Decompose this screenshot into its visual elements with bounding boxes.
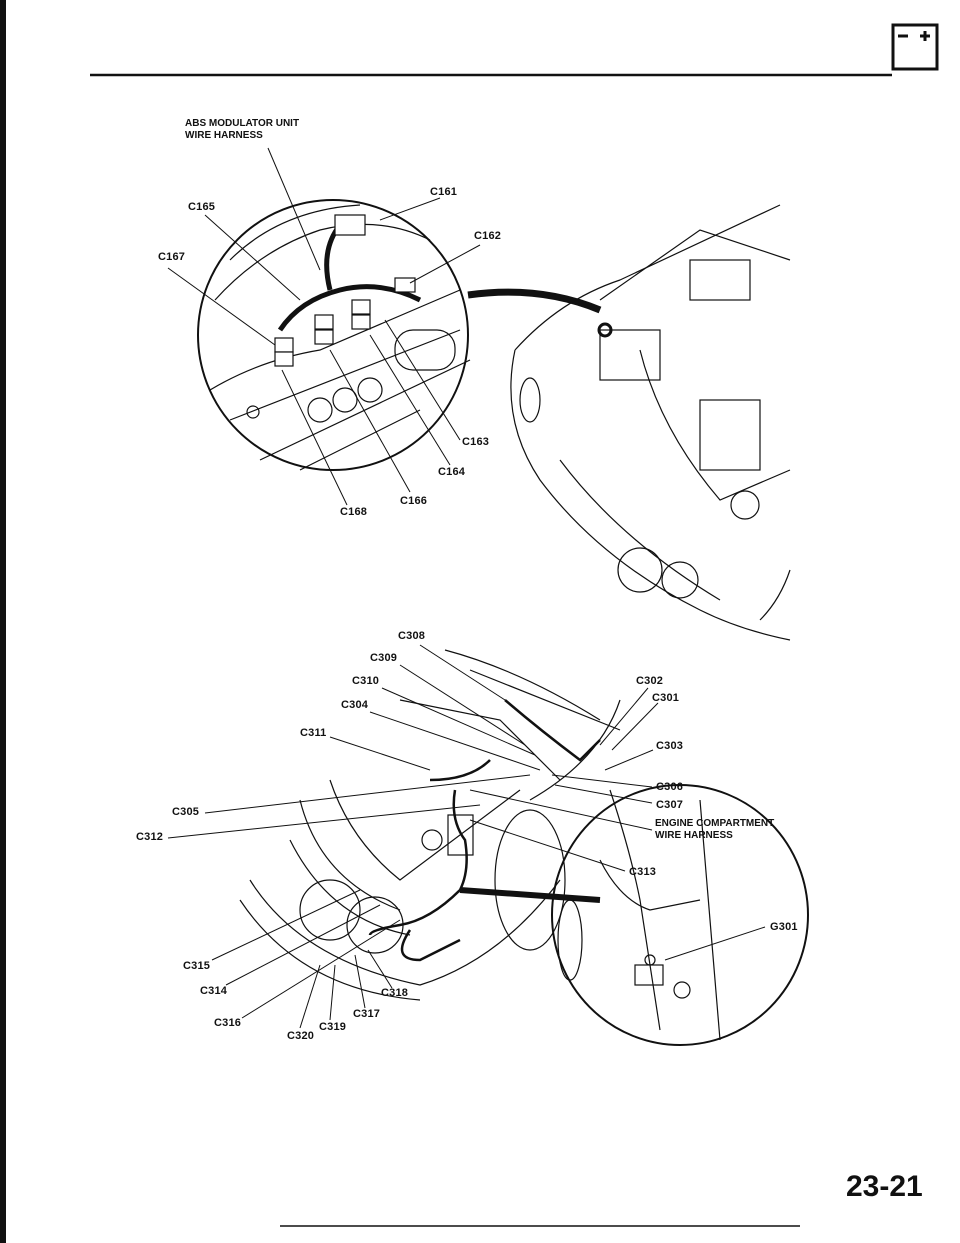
connector-label: C162 xyxy=(474,230,502,242)
car-front-view xyxy=(239,649,621,1001)
engine-harness-title-line2: WIRE HARNESS xyxy=(655,830,733,841)
abs-harness-title-line2: WIRE HARNESS xyxy=(185,130,263,141)
engine-leader-lines xyxy=(167,644,766,1029)
connector-label: C320 xyxy=(287,1030,315,1042)
abs-leader-lines xyxy=(167,147,481,506)
connector-label: C310 xyxy=(352,675,380,687)
connector-label: C302 xyxy=(636,675,664,687)
connector-label: C311 xyxy=(300,727,327,739)
connector-label: C161 xyxy=(430,186,458,198)
page-edge-bar xyxy=(0,0,6,1243)
connector-label: C309 xyxy=(370,652,398,664)
abs-detail-circle xyxy=(197,199,471,471)
connector-label: C165 xyxy=(188,201,216,213)
connector-label: C303 xyxy=(656,740,684,752)
page-number: 23-21 xyxy=(846,1170,923,1203)
connector-label: C316 xyxy=(214,1017,242,1029)
connector-label: C313 xyxy=(629,866,657,878)
connector-label: C312 xyxy=(136,831,164,843)
ground-label: G301 xyxy=(770,921,798,933)
car-engine-bay-view xyxy=(510,204,791,641)
connector-label: C163 xyxy=(462,436,490,448)
connector-label: C305 xyxy=(172,806,200,818)
connector-label: C301 xyxy=(652,692,680,704)
connector-label: C164 xyxy=(438,466,466,478)
connector-label: C168 xyxy=(340,506,368,518)
engine-harness-title-line1: ENGINE COMPARTMENT xyxy=(655,818,775,829)
connector-label: C308 xyxy=(398,630,426,642)
connector-label: C306 xyxy=(656,781,684,793)
connector-label: C317 xyxy=(353,1008,381,1020)
connector-label: C307 xyxy=(656,799,684,811)
abs-harness-title-line1: ABS MODULATOR UNIT xyxy=(185,118,300,129)
connector-label: C318 xyxy=(381,987,409,999)
connector-label: C315 xyxy=(183,960,211,972)
connector-label: C314 xyxy=(200,985,228,997)
connector-label: C304 xyxy=(341,699,369,711)
connector-label: C319 xyxy=(319,1021,347,1033)
connector-label: C167 xyxy=(158,251,186,263)
detail-pointer xyxy=(467,288,602,314)
ground-detail-circle xyxy=(551,784,809,1046)
connector-label: C166 xyxy=(400,495,428,507)
battery-icon xyxy=(891,23,939,71)
